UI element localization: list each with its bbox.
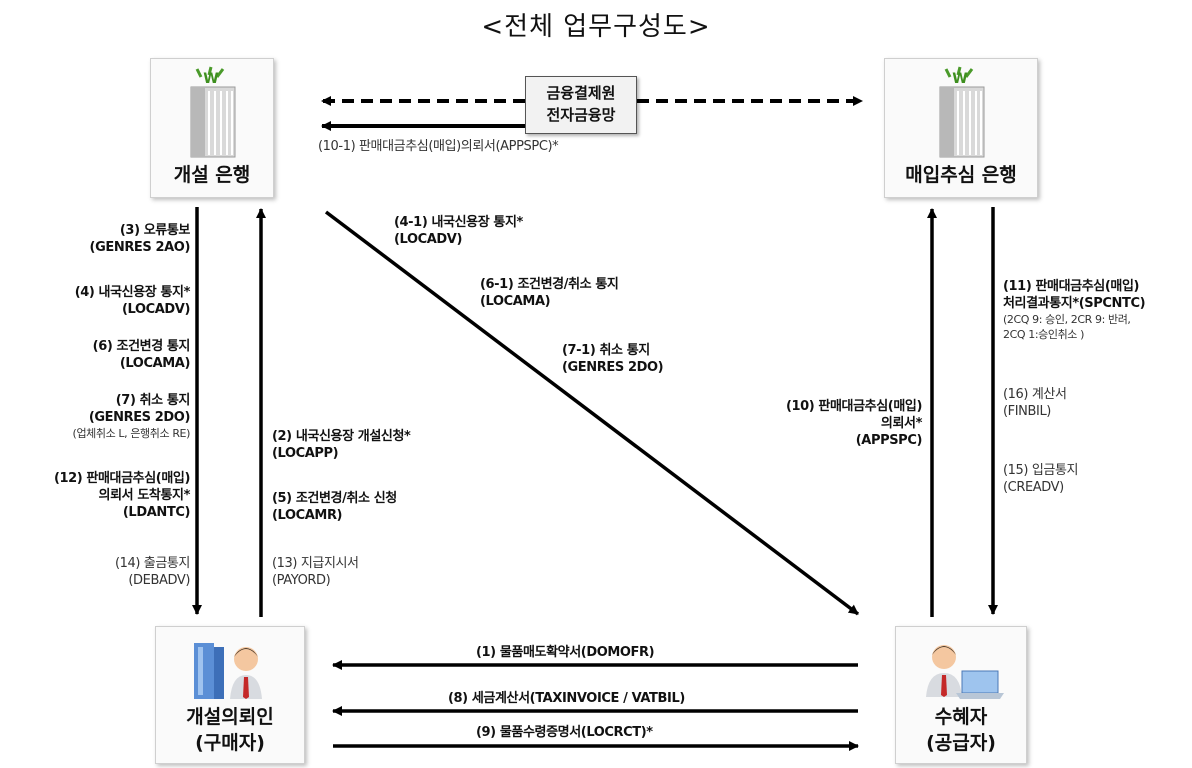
negotiating-bank-box: W 매입추심 은행 <box>884 58 1038 198</box>
msg-1-label: (1) 물품매도확약서(DOMOFR) <box>476 645 655 660</box>
msg-7-label: (7) 취소 통지 (GENRES 2DO) (업체취소 L, 은행취소 RE) <box>72 393 191 440</box>
applicant-box: 개설의뢰인 (구매자) <box>155 626 305 764</box>
msg-3-label: (3) 오류통보 (GENRES 2AO) <box>89 223 191 255</box>
bank-building-icon: W <box>190 66 236 158</box>
msg-6-1-label: (6-1) 조건변경/취소 통지 (LOCAMA) <box>480 277 619 309</box>
office-person-icon <box>194 643 262 699</box>
arrow-diagonal <box>324 210 860 616</box>
kftc-network-box: 금융결제원 전자금융망 <box>525 76 637 134</box>
msg-5-label: (5) 조건변경/취소 신청 (LOCAMR) <box>272 491 397 523</box>
msg-14-label: (14) 출금통지 (DEBADV) <box>114 556 190 588</box>
gateway-line2: 전자금융망 <box>546 106 616 124</box>
msg-16-label: (16) 계산서 (FINBIL) <box>1003 387 1067 419</box>
diagram-title: <전체 업무구성도> <box>481 12 711 42</box>
opening-bank-box: W 개설 은행 <box>150 58 274 198</box>
applicant-label-2: (구매자) <box>195 732 265 754</box>
beneficiary-box: 수혜자 (공급자) <box>895 626 1027 764</box>
msg-8-label: (8) 세금계산서(TAXINVOICE / VATBIL) <box>448 691 685 706</box>
negotiating-bank-label: 매입추심 은행 <box>905 164 1017 186</box>
msg-15-label: (15) 입금통지 (CREADV) <box>1003 463 1079 495</box>
msg-10-label: (10) 판매대금추심(매입) 의뢰서* (APPSPC) <box>785 399 922 448</box>
beneficiary-label-1: 수혜자 <box>934 706 988 728</box>
beneficiary-label-2: (공급자) <box>926 732 996 754</box>
msg-12-label: (12) 판매대금추심(매입) 의뢰서 도착통지* (LDANTC) <box>53 471 190 520</box>
svg-text:W: W <box>203 71 218 87</box>
bank-building-icon: W <box>939 66 985 158</box>
msg-6-label: (6) 조건변경 통지 (LOCAMA) <box>92 339 191 371</box>
applicant-label-1: 개설의뢰인 <box>186 706 274 728</box>
msg-2-label: (2) 내국신용장 개설신청* (LOCAPP) <box>272 429 411 461</box>
gateway-line1: 금융결제원 <box>546 84 616 102</box>
msg-13-label: (13) 지급지시서 (PAYORD) <box>272 556 359 588</box>
msg-7-1-label: (7-1) 취소 통지 (GENRES 2DO) <box>562 343 664 375</box>
msg-4-label: (4) 내국신용장 통지* (LOCADV) <box>74 285 191 317</box>
msg-11-label: (11) 판매대금추심(매입) 처리결과통지*(SPCNTC) (2CQ 9: … <box>1003 279 1146 341</box>
msg-9-label: (9) 물품수령증명서(LOCRCT)* <box>476 725 653 740</box>
svg-text:W: W <box>952 71 967 87</box>
msg-10-1: (10-1) 판매대금추심(매입)의뢰서(APPSPC)* <box>318 139 559 154</box>
person-laptop-icon <box>926 645 1004 699</box>
msg-4-1-label: (4-1) 내국신용장 통지* (LOCADV) <box>394 215 523 247</box>
opening-bank-label: 개설 은행 <box>173 164 251 186</box>
